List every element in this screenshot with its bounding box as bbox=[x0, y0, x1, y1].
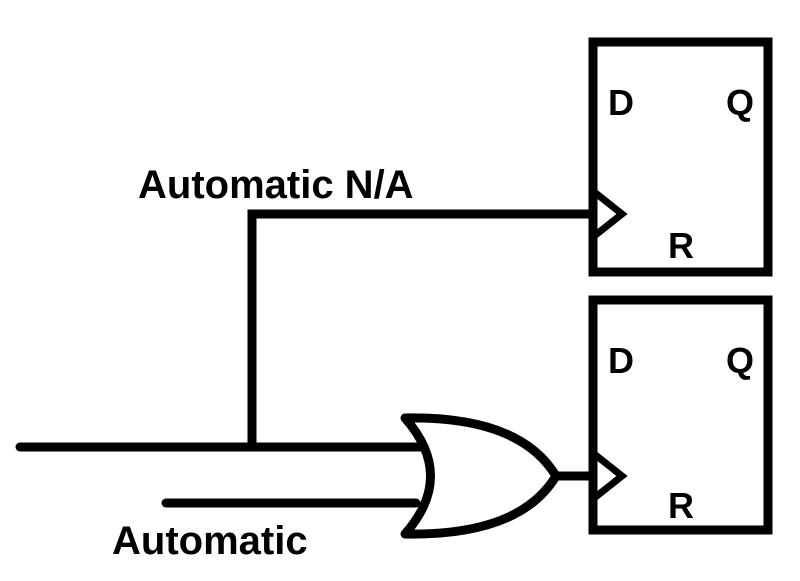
or-gate bbox=[400, 413, 561, 539]
flip-flop-top-r-label: R bbox=[668, 225, 694, 266]
upper-clock-wire bbox=[247, 209, 598, 452]
wires bbox=[15, 209, 598, 508]
upper-wire-label: Automatic N/A bbox=[138, 163, 414, 207]
flip-flop-top-d-label: D bbox=[608, 82, 634, 123]
flip-flop-bottom-r-label: R bbox=[668, 485, 694, 526]
flip-flop-bottom: D Q R bbox=[588, 295, 773, 535]
flip-flop-top: D Q R bbox=[588, 37, 773, 277]
flip-flop-bottom-body bbox=[588, 295, 773, 535]
flip-flop-bottom-q-label: Q bbox=[726, 340, 754, 381]
flip-flop-bottom-clock-triangle bbox=[590, 450, 628, 502]
flip-flop-bottom-d-label: D bbox=[608, 340, 634, 381]
flip-flop-top-body bbox=[588, 37, 773, 277]
flip-flop-top-q-label: Q bbox=[726, 82, 754, 123]
lower-input-label: Automatic bbox=[112, 519, 308, 563]
flip-flop-top-clock-triangle bbox=[590, 188, 628, 240]
